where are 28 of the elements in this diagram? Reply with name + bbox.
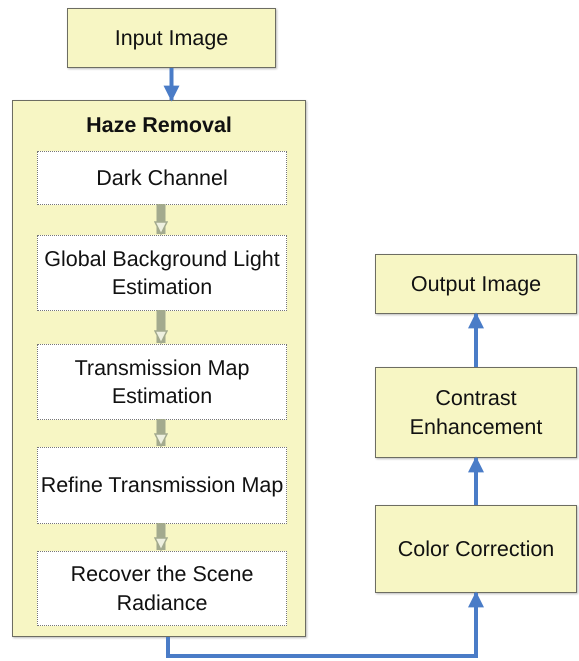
box-label: Transmission Map Estimation: [74, 354, 250, 410]
block-arrow: [154, 419, 168, 447]
process-box: [375, 367, 577, 458]
arrow: [468, 312, 484, 367]
group-container: [12, 100, 306, 637]
box-label: Output Image: [410, 270, 542, 298]
process-box: [37, 235, 287, 311]
box-label: Global Background Light Estimation: [43, 246, 281, 301]
process-box: [37, 447, 287, 524]
arrow: [166, 591, 484, 658]
process-box: [37, 551, 287, 626]
box-label: Color Correction: [398, 536, 554, 563]
box-label: Recover the Scene Radiance: [70, 561, 254, 616]
box-label: Dark Channel: [96, 164, 228, 192]
box-label: Input Image: [114, 24, 228, 52]
block-arrow: [154, 204, 168, 235]
box-label: Contrast Enhancement: [408, 385, 544, 440]
process-box: [375, 254, 577, 314]
process-box: [67, 8, 276, 68]
group-title: Haze Removal: [86, 112, 232, 139]
block-arrow: [154, 310, 168, 344]
block-arrow: [154, 523, 168, 551]
arrow: [468, 456, 484, 505]
box-label: Refine Transmission Map: [40, 472, 284, 500]
arrow: [164, 68, 180, 102]
process-box: [37, 344, 287, 420]
process-box: [375, 505, 577, 593]
process-box: [37, 151, 287, 205]
